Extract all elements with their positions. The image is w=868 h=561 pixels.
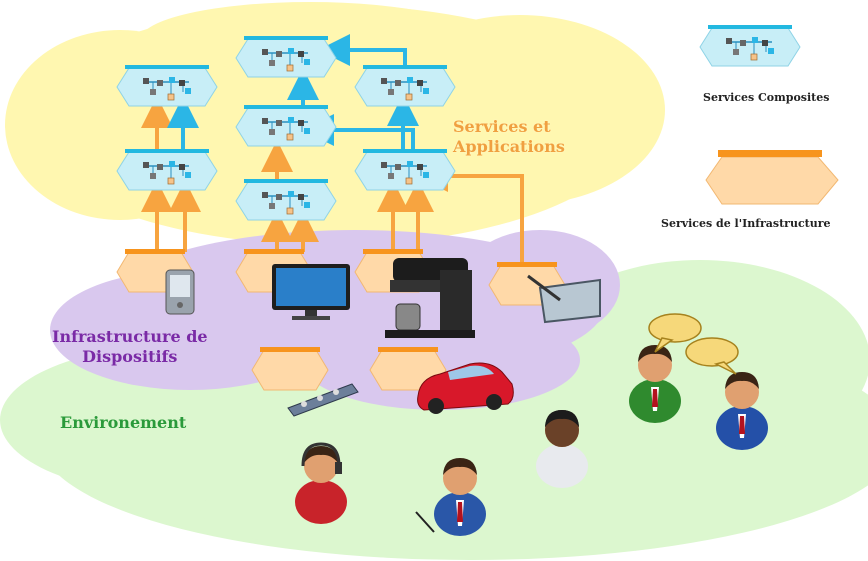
speech-bubbles-icon	[648, 313, 739, 375]
services-label-line1: Services et	[453, 117, 551, 136]
composite-service-node	[235, 35, 337, 78]
person-headset-icon	[295, 442, 347, 524]
person-green-icon	[629, 345, 681, 423]
legend-infrastructure-label: Services de l'Infrastructure	[661, 217, 831, 230]
tablet-pen-icon	[527, 274, 601, 324]
environment-label: Environement	[60, 413, 187, 432]
person-blue-icon	[716, 372, 768, 450]
remote-control-icon	[287, 383, 359, 417]
person-dark-icon	[536, 410, 588, 488]
infra-label-line2: Dispositifs	[82, 347, 178, 366]
infra-label-line1: Infrastructure de	[52, 327, 208, 346]
device-infrastructure-label: Infrastructure de Dispositifs	[52, 327, 208, 367]
services-applications-label: Services et Applications	[453, 117, 565, 157]
services-cloud	[5, 2, 665, 245]
legend-composite-label: Services Composites	[703, 91, 830, 104]
coffee-machine-icon	[385, 258, 475, 338]
car-icon	[417, 362, 514, 414]
services-label-line2: Applications	[453, 137, 565, 156]
monitor-icon	[272, 264, 350, 320]
composite-service-node	[235, 104, 337, 147]
blue-arrows	[167, 34, 419, 152]
composite-service-node	[354, 64, 456, 107]
composite-service-node	[116, 148, 218, 191]
composite-service-node	[354, 148, 456, 191]
orange-arrows	[141, 96, 524, 265]
pda-icon	[165, 269, 195, 315]
infrastructure-service-node	[251, 346, 329, 391]
legend-composite-swatch	[699, 24, 801, 67]
composite-service-node	[116, 64, 218, 107]
composite-service-node	[235, 178, 337, 221]
person-writing-icon	[415, 458, 486, 536]
legend-infra-swatch	[705, 150, 839, 205]
